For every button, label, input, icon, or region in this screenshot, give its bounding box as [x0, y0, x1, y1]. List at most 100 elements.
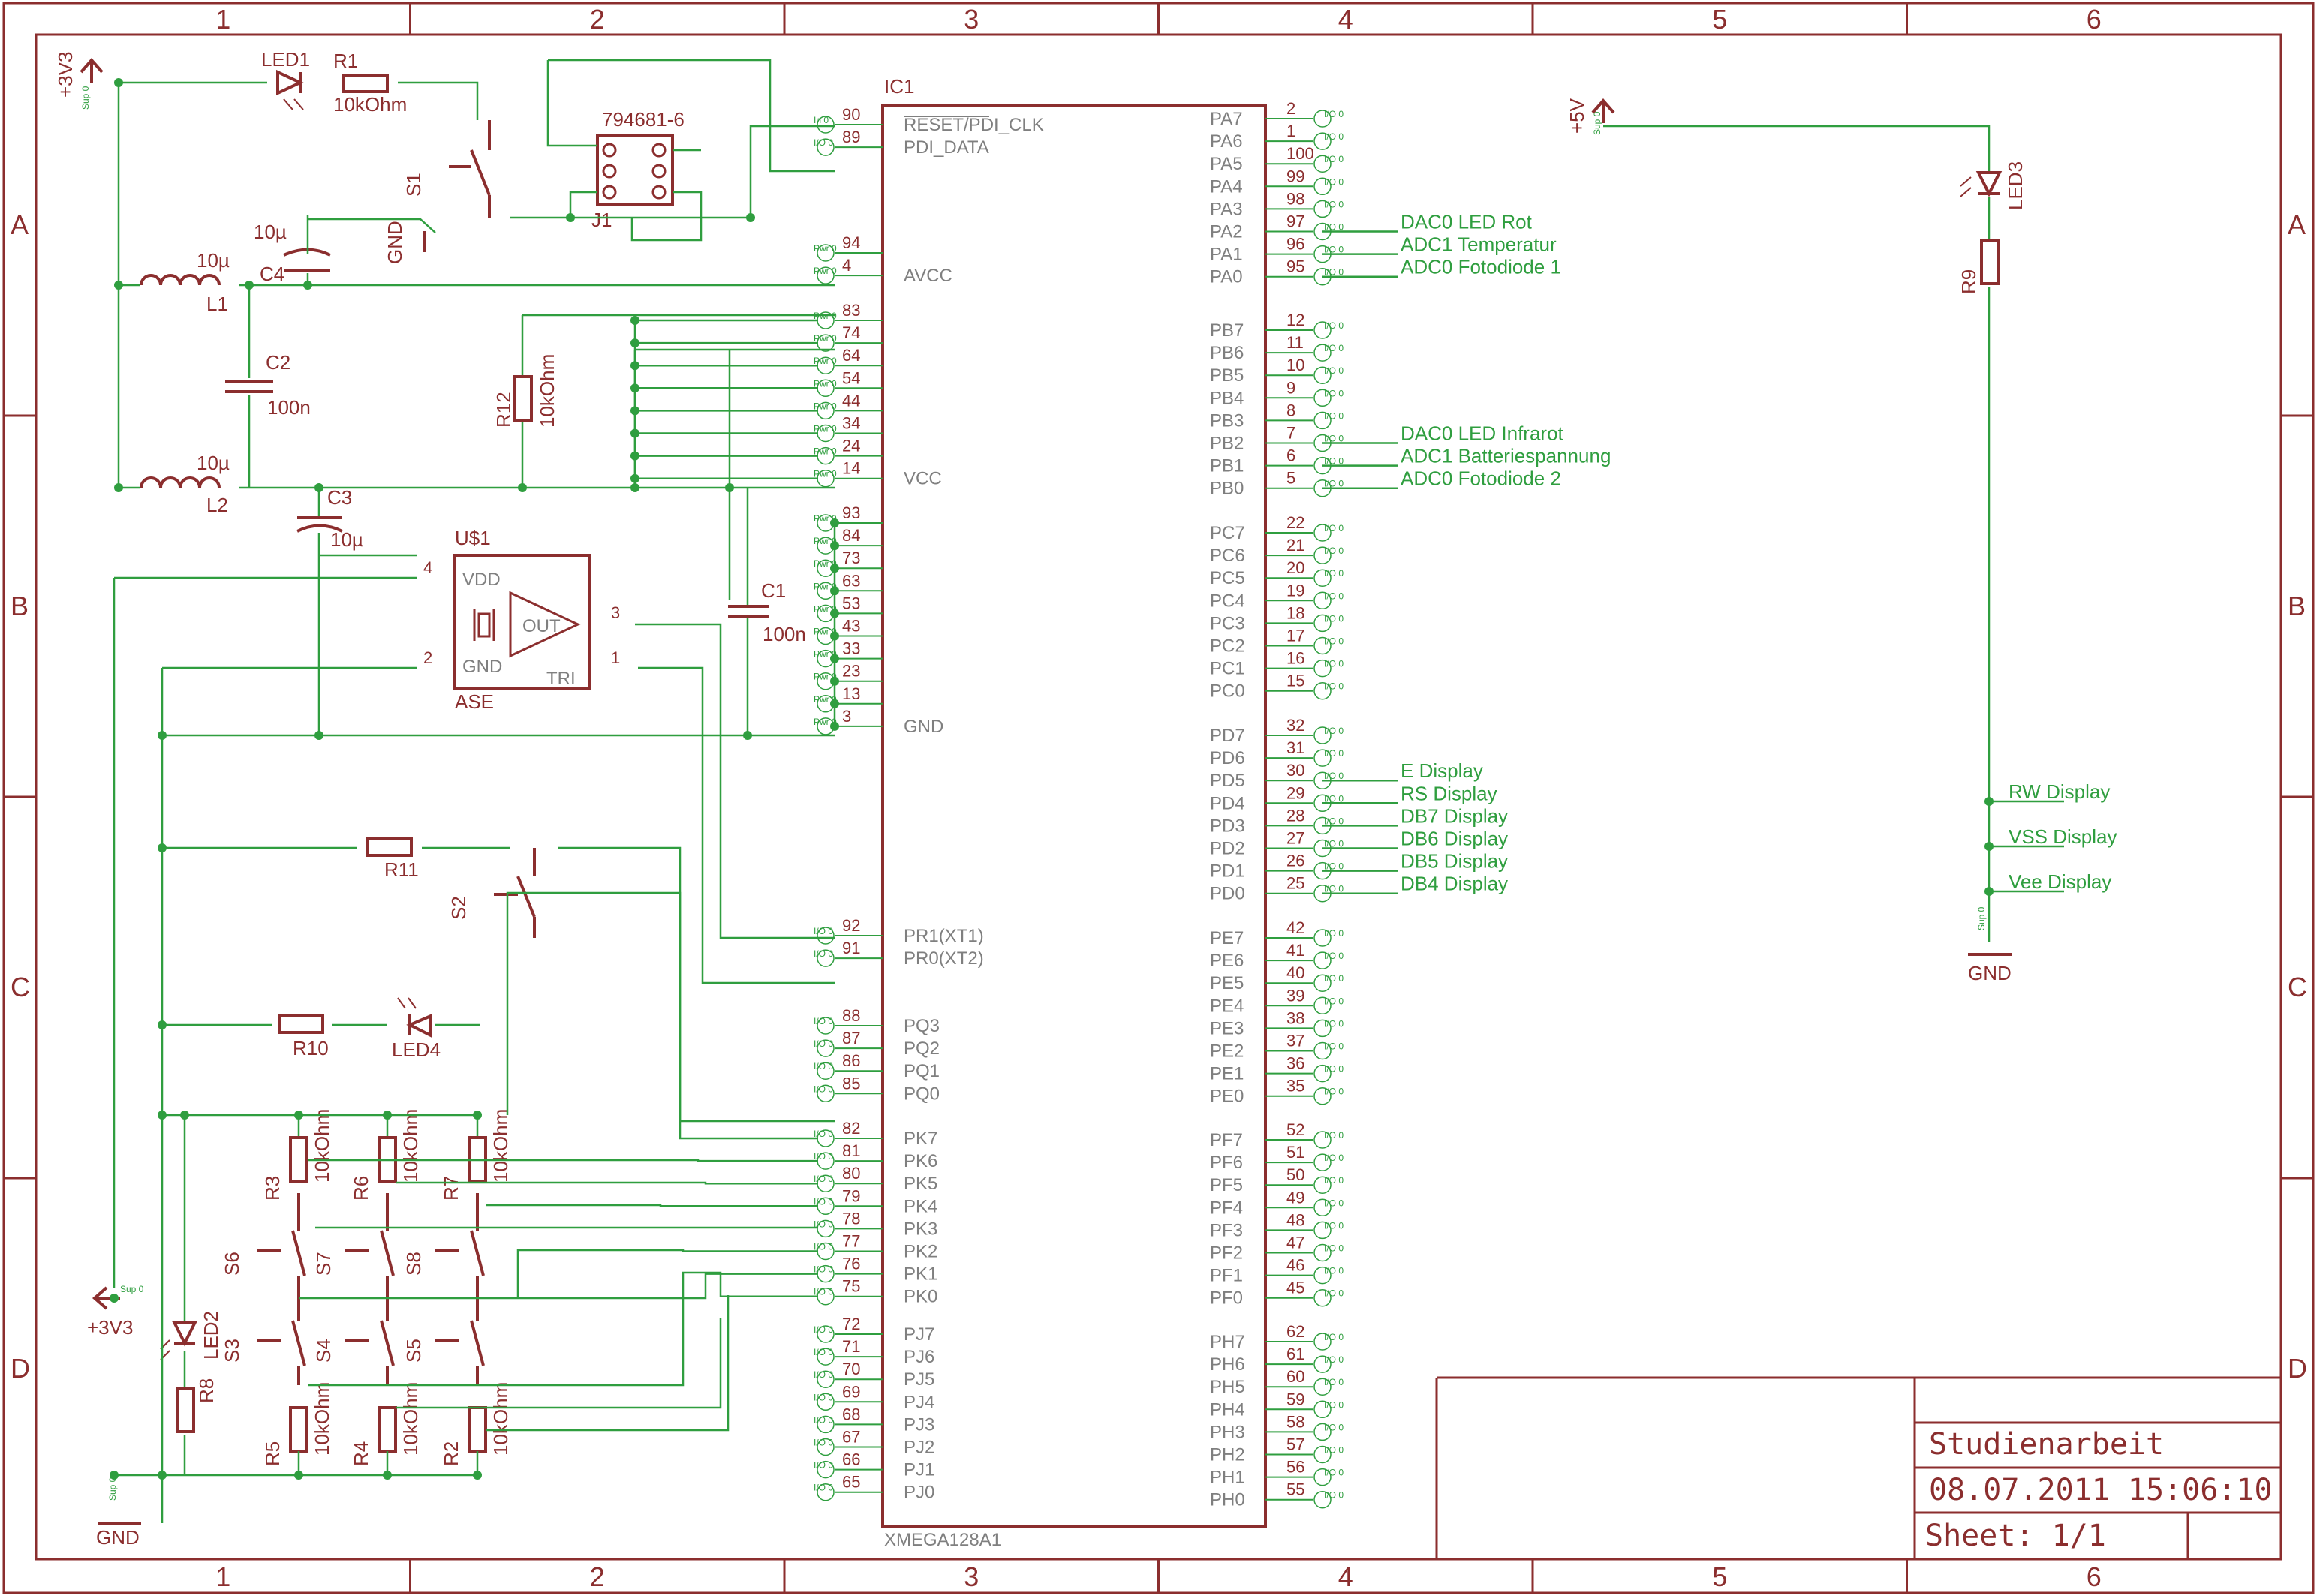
svg-text:77: 77	[842, 1232, 860, 1251]
svg-text:I/O 0: I/O 0	[1324, 410, 1344, 421]
frame-col-label-bottom: 4	[1338, 1561, 1353, 1592]
svg-text:10kOhm: 10kOhm	[536, 354, 558, 428]
svg-text:46: 46	[1286, 1256, 1304, 1275]
svg-text:I/O 0: I/O 0	[1324, 816, 1344, 826]
svg-text:S1: S1	[402, 173, 425, 197]
svg-text:85: 85	[842, 1074, 860, 1093]
svg-text:In 0: In 0	[814, 115, 829, 125]
svg-text:I/O 0: I/O 0	[1324, 748, 1344, 759]
frame-col-label-top: 1	[215, 4, 230, 35]
svg-text:PH4: PH4	[1210, 1399, 1245, 1420]
svg-text:57: 57	[1286, 1435, 1304, 1454]
svg-text:1: 1	[611, 648, 620, 667]
svg-text:PJ2: PJ2	[904, 1438, 934, 1458]
svg-text:PE4: PE4	[1210, 996, 1244, 1016]
svg-text:96: 96	[1286, 235, 1304, 254]
svg-text:PB6: PB6	[1210, 343, 1244, 363]
resistor-r8: R8	[176, 1378, 218, 1433]
svg-text:10µ: 10µ	[197, 452, 230, 474]
net-label: DAC0 LED Infrarot	[1401, 422, 1564, 445]
frame-row-label-right: A	[2288, 209, 2306, 240]
svg-text:47: 47	[1286, 1234, 1304, 1252]
svg-text:10µ: 10µ	[330, 528, 363, 551]
svg-text:I/O 0: I/O 0	[1324, 154, 1344, 164]
switch-label: S3	[221, 1339, 243, 1363]
switch-s8	[435, 1193, 485, 1298]
svg-text:PK3: PK3	[904, 1219, 937, 1239]
svg-text:13: 13	[842, 684, 860, 703]
mcu-name: IC1	[884, 75, 914, 98]
svg-text:2: 2	[423, 648, 432, 667]
svg-text:I/O 0: I/O 0	[1324, 1288, 1344, 1299]
svg-text:19: 19	[1286, 581, 1304, 600]
resistor-r10: R10	[278, 1014, 329, 1059]
svg-text:PQ3: PQ3	[904, 1016, 940, 1036]
svg-text:R10: R10	[293, 1037, 329, 1059]
svg-text:71: 71	[842, 1337, 860, 1356]
svg-text:32: 32	[1286, 716, 1304, 735]
svg-text:49: 49	[1286, 1188, 1304, 1207]
svg-text:PA5: PA5	[1210, 154, 1243, 174]
svg-text:GND: GND	[904, 717, 943, 737]
svg-text:41: 41	[1286, 941, 1304, 960]
inductor-l2: 10µ L2	[140, 452, 230, 516]
svg-text:I/O 0: I/O 0	[1324, 109, 1344, 119]
switch-label: S4	[312, 1339, 335, 1363]
svg-text:5: 5	[1286, 469, 1295, 488]
svg-text:I/O 0: I/O 0	[1324, 245, 1344, 255]
svg-text:LED2: LED2	[200, 1311, 222, 1360]
svg-text:I/O 0: I/O 0	[1324, 591, 1344, 601]
svg-text:69: 69	[842, 1382, 860, 1401]
svg-text:Sup 0: Sup 0	[80, 86, 91, 110]
svg-text:PB5: PB5	[1210, 365, 1244, 386]
svg-text:R9: R9	[1957, 269, 1980, 294]
svg-text:PC4: PC4	[1210, 591, 1245, 611]
svg-text:I/O 0: I/O 0	[814, 1460, 833, 1471]
svg-text:80: 80	[842, 1164, 860, 1183]
svg-text:43: 43	[842, 617, 860, 636]
svg-text:PC6: PC6	[1210, 546, 1245, 566]
svg-text:I/O 0: I/O 0	[1324, 839, 1344, 849]
net-label: ADC0 Fotodiode 1	[1401, 256, 1561, 278]
svg-text:10kOhm: 10kOhm	[489, 1109, 512, 1183]
svg-text:PK7: PK7	[904, 1129, 937, 1149]
net-label: DB6 Display	[1401, 828, 1508, 850]
svg-text:RESET/PDI_CLK: RESET/PDI_CLK	[904, 115, 1044, 135]
svg-text:27: 27	[1286, 829, 1304, 848]
svg-text:C3: C3	[327, 486, 352, 509]
ground-bottom: GND Sup 0	[96, 1477, 141, 1549]
svg-text:I/O 0: I/O 0	[814, 137, 833, 148]
led4: LED4	[392, 997, 441, 1061]
svg-text:Pwr 0: Pwr 0	[814, 243, 837, 254]
capacitor-c1: C1 100n	[728, 579, 806, 645]
svg-text:PQ1: PQ1	[904, 1061, 940, 1081]
svg-text:79: 79	[842, 1186, 860, 1205]
svg-text:98: 98	[1286, 189, 1304, 208]
svg-text:10µ: 10µ	[254, 221, 287, 243]
svg-text:PF7: PF7	[1210, 1130, 1243, 1150]
svg-text:I/O 0: I/O 0	[1324, 884, 1344, 894]
switch-label: S5	[402, 1339, 425, 1363]
svg-text:I/O 0: I/O 0	[1324, 996, 1344, 1006]
svg-text:I/O 0: I/O 0	[1324, 199, 1344, 209]
svg-text:PH2: PH2	[1210, 1445, 1245, 1465]
svg-text:Sup 0: Sup 0	[1592, 111, 1602, 135]
frame-row-label-left: D	[11, 1353, 30, 1384]
switch-s3	[257, 1298, 306, 1385]
svg-text:I/O 0: I/O 0	[1324, 1041, 1344, 1052]
